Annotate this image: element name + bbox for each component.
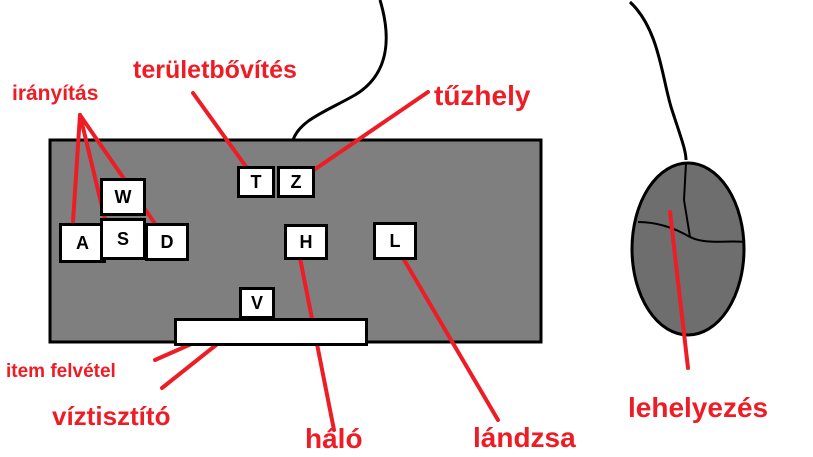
spacebar (174, 318, 368, 346)
mouse-button-split (682, 162, 691, 238)
key-s: S (100, 218, 146, 260)
key-v: V (239, 287, 275, 319)
key-d: D (145, 223, 189, 261)
key-l: L (373, 222, 417, 260)
key-h: H (284, 224, 328, 260)
label-item-felvetel: item felvétel (6, 361, 116, 382)
keyboard-cable (291, 0, 388, 141)
mouse-wheel-line (637, 221, 745, 243)
label-teruletbovites: területbővítés (133, 56, 297, 84)
label-landzsa: lándzsa (473, 422, 576, 453)
label-viztisztito: víztisztító (52, 401, 171, 431)
label-iranyitas: irányítás (12, 82, 99, 105)
label-lehelyezes: lehelyezés (628, 392, 769, 423)
mouse-cable (628, 0, 688, 161)
key-w: W (100, 178, 146, 216)
mouse-body (630, 161, 746, 337)
key-a: A (59, 223, 106, 263)
label-halo: háló (305, 423, 363, 454)
key-z: Z (277, 166, 315, 198)
key-t: T (237, 166, 275, 198)
label-tuzhely: tűzhely (434, 80, 531, 111)
